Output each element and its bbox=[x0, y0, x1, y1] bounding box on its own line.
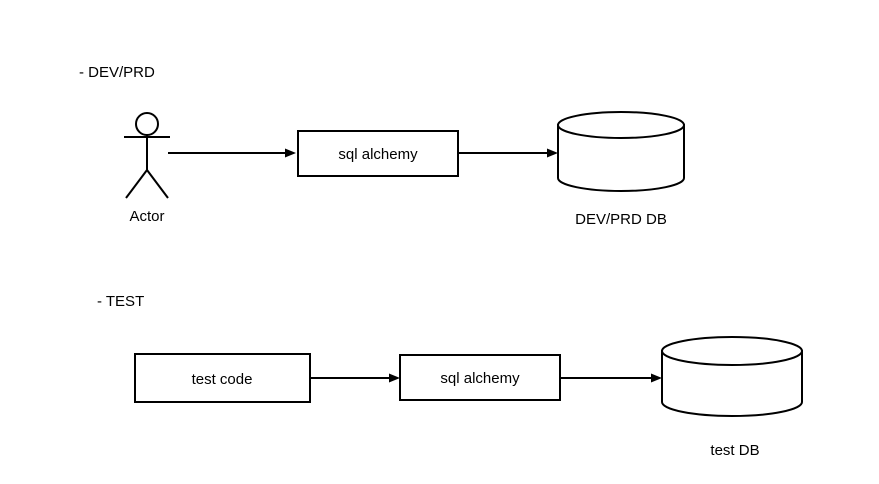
arrow-testcode-to-sqlalchemy bbox=[310, 373, 400, 383]
node-box bbox=[134, 353, 311, 403]
node-sql-alchemy-dev[interactable]: sql alchemy bbox=[297, 130, 459, 177]
section-title-test: - TEST bbox=[97, 293, 144, 310]
test-db-label: test DB bbox=[710, 442, 759, 459]
node-box bbox=[399, 354, 561, 401]
arrow-actor-to-sqlalchemy bbox=[168, 148, 296, 158]
node-devprd-db[interactable] bbox=[557, 111, 685, 192]
devprd-db-label: DEV/PRD DB bbox=[575, 211, 667, 228]
actor-label: Actor bbox=[129, 208, 164, 225]
arrow-sqlalchemy-to-devprd-db bbox=[458, 148, 558, 158]
node-test-db[interactable] bbox=[661, 336, 803, 417]
node-test-code[interactable]: test code bbox=[134, 353, 311, 403]
arrow-head-icon bbox=[285, 148, 296, 158]
actor-figure[interactable] bbox=[124, 112, 170, 199]
arrow-sqlalchemy-to-test-db bbox=[560, 373, 662, 383]
node-box bbox=[297, 130, 459, 177]
section-title-dev-prd: - DEV/PRD bbox=[79, 64, 155, 81]
cylinder-body bbox=[661, 350, 803, 417]
cylinder-top-icon bbox=[661, 336, 803, 366]
node-label: sql alchemy bbox=[338, 146, 418, 163]
cylinder-body bbox=[557, 124, 685, 192]
node-label: sql alchemy bbox=[440, 370, 520, 387]
actor-head-icon bbox=[135, 112, 159, 136]
node-label: test code bbox=[192, 371, 253, 388]
arrow-head-icon bbox=[389, 373, 400, 383]
node-sql-alchemy-test[interactable]: sql alchemy bbox=[399, 354, 561, 401]
cylinder-top-icon bbox=[557, 111, 685, 139]
actor-left-leg-line bbox=[125, 169, 148, 199]
arrow-head-icon bbox=[651, 373, 662, 383]
arrow-head-icon bbox=[547, 148, 558, 158]
actor-right-leg-line bbox=[146, 169, 169, 199]
